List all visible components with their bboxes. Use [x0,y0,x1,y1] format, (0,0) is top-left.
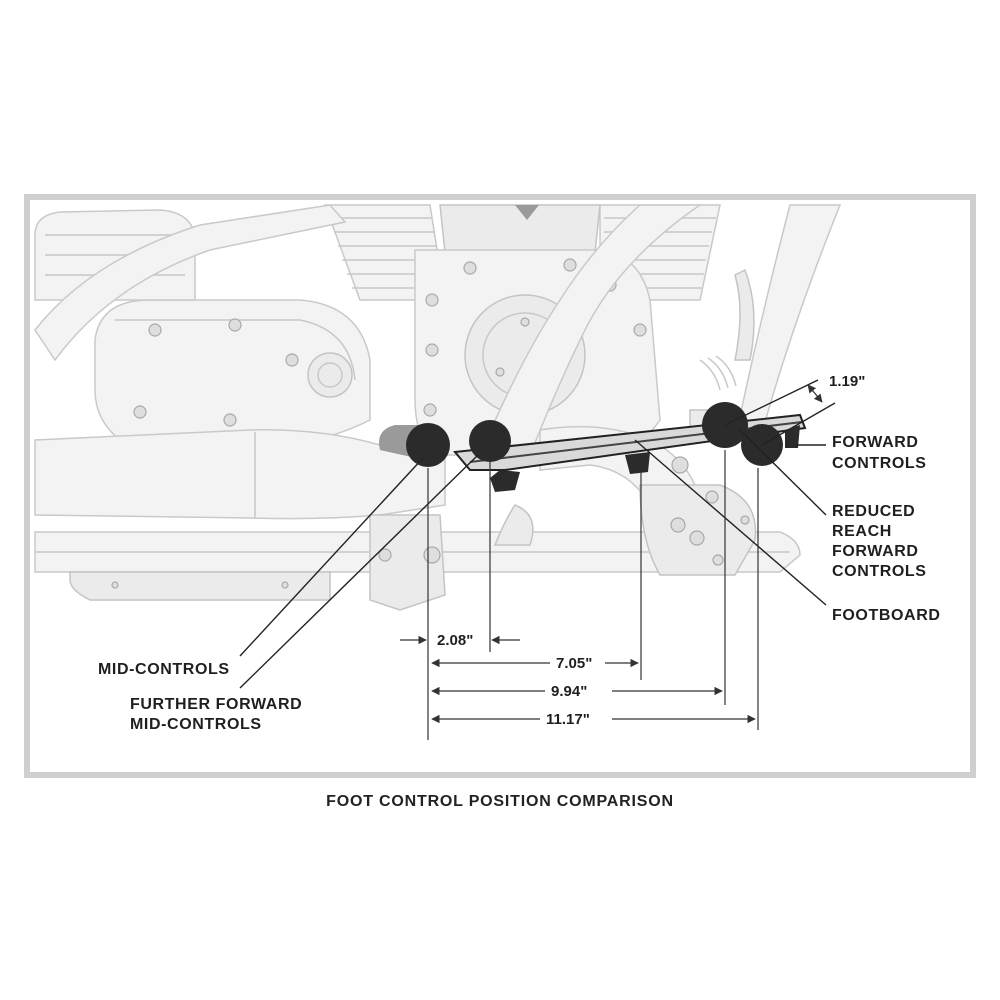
label-reduced-reach-1: REDUCED [832,503,915,520]
dimension-verticals [427,450,759,740]
mid-control-peg [406,423,450,467]
dim-1-19: 1.19" [829,373,865,390]
label-reduced-reach-2: REACH [832,523,892,540]
leader-lines [239,379,836,689]
label-further-forward-2: MID-CONTROLS [130,716,262,733]
dim-7-05: 7.05" [556,655,592,672]
dimension-arrows [400,384,823,724]
dim-9-94: 9.94" [551,683,587,700]
label-footboard: FOOTBOARD [832,607,941,624]
label-forward-controls-2: CONTROLS [832,455,927,472]
label-reduced-reach-4: CONTROLS [832,563,927,580]
further-forward-mid-peg [469,420,511,462]
diagram-caption: FOOT CONTROL POSITION COMPARISON [326,793,674,810]
label-further-forward-1: FURTHER FORWARD [130,696,302,713]
label-reduced-reach-3: FORWARD [832,543,919,560]
label-forward-controls-1: FORWARD [832,434,919,451]
dim-11-17: 11.17" [546,711,590,728]
exhaust-pipe [34,429,446,520]
frame-tube-upper [34,204,347,362]
label-mid-controls: MID-CONTROLS [98,661,230,678]
motorcycle-illustration [34,204,842,611]
dim-2-08: 2.08" [437,632,473,649]
transmission [94,299,371,441]
